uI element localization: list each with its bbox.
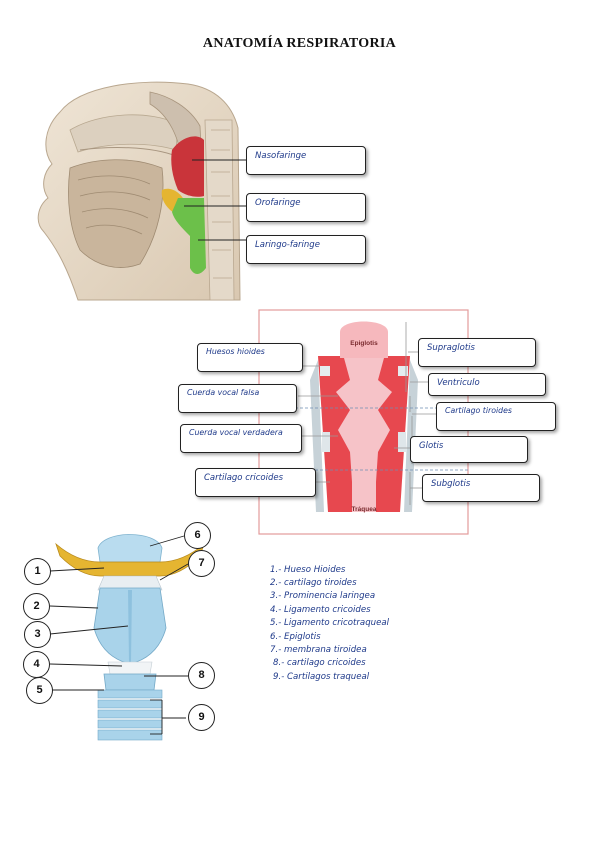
page-title: ANATOMÍA RESPIRATORIA	[202, 36, 397, 51]
label-laryngopharynx: Laringo-faringe	[246, 235, 366, 264]
label-ventricle: Ventriculo	[428, 373, 546, 396]
label-glottis: Glotis	[410, 436, 528, 463]
larynx-anterior-illustration	[55, 534, 205, 741]
marker-9: 9	[188, 704, 215, 731]
answer-5: 5.- Ligamento cricotraqueal	[270, 618, 390, 628]
label-true-vocal-cord: Cuerda vocal verdadera	[180, 424, 302, 453]
marker-5: 5	[26, 677, 53, 704]
answer-1: 1.- Hueso Hioides	[270, 565, 346, 575]
answer-6: 6.- Epiglotis	[270, 632, 321, 642]
marker-3: 3	[24, 621, 51, 648]
marker-6: 6	[184, 522, 211, 549]
label-cricoid-cartilage: Cartilago cricoides	[195, 468, 316, 497]
marker-2: 2	[23, 593, 50, 620]
label-hyoid-bone: Huesos hioides	[197, 343, 303, 372]
label-thyroid-cartilage: Cartilago tiroides	[436, 402, 556, 431]
answer-2: 2.- cartilago tiroides	[270, 578, 357, 588]
nasopharynx-region	[171, 136, 204, 197]
marker-1: 1	[24, 558, 51, 585]
answer-8: 8.- cartilago cricoides	[273, 658, 366, 668]
larynx-section	[310, 321, 418, 512]
label-subglottis: Subglotis	[422, 474, 540, 502]
marker-7: 7	[188, 550, 215, 577]
label-supraglottis: Supraglotis	[418, 338, 536, 367]
marker-8: 8	[188, 662, 215, 689]
label-oropharynx: Orofaringe	[246, 193, 366, 222]
label-false-vocal-cord: Cuerda vocal falsa	[178, 384, 297, 413]
marker-4: 4	[23, 651, 50, 678]
answer-3: 3.- Prominencia laringea	[270, 591, 376, 601]
answer-4: 4.- Ligamento cricoides	[270, 605, 371, 615]
laryngopharynx-region	[172, 198, 206, 274]
label-nasopharynx: Nasofaringe	[246, 146, 366, 175]
answer-9: 9.- Cartilagos traqueal	[273, 672, 370, 682]
trachea-printed-label: Tráquea	[352, 506, 377, 513]
answer-7: 7.- membrana tiroidea	[270, 645, 367, 655]
epiglottis-printed-label: Epiglotis	[350, 340, 378, 347]
head-cross-section	[37, 81, 241, 301]
